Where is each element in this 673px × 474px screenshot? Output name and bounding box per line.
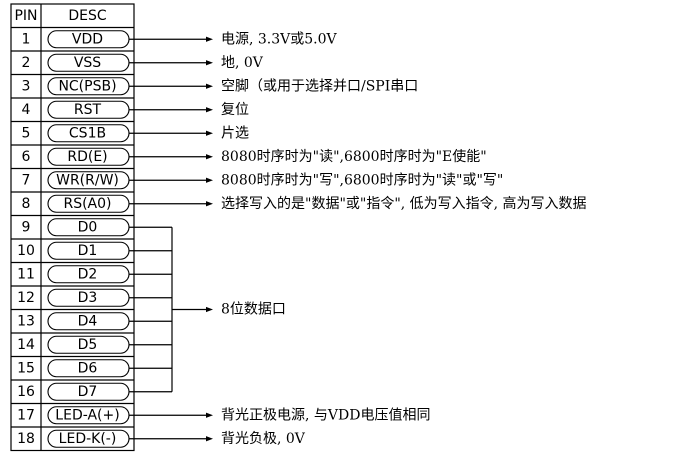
arrow-head xyxy=(206,83,213,89)
pin-note: 空脚（或用于选择并口/SPI串口 xyxy=(221,78,418,94)
pin-desc: WR(R/W) xyxy=(56,172,119,188)
pin-number: 6 xyxy=(22,149,31,165)
pin-note: 电源, 3.3V或5.0V xyxy=(221,31,338,47)
pin-desc: RD(E) xyxy=(67,149,107,165)
pin-desc: D4 xyxy=(78,313,98,329)
pin-number: 16 xyxy=(17,384,35,400)
arrow-head xyxy=(206,60,213,66)
pin-note: 8080时序时为"读",6800时序时为"E使能" xyxy=(221,148,487,165)
arrow-head xyxy=(206,201,213,207)
pin-note: 选择写入的是"数据"或"指令", 低为写入指令, 高为写入数据 xyxy=(221,195,587,212)
pin-desc: LED-K(-) xyxy=(59,431,117,447)
pin-desc: LED-A(+) xyxy=(55,407,119,423)
pin-number: 7 xyxy=(22,172,31,188)
arrow-head xyxy=(206,306,213,313)
pin-number: 9 xyxy=(22,219,31,235)
pin-note: 片选 xyxy=(221,125,249,141)
pin-desc: RS(A0) xyxy=(63,196,111,212)
arrow-head xyxy=(206,130,213,136)
pin-desc: CS1B xyxy=(69,125,106,141)
pin-number: 5 xyxy=(22,125,31,141)
pin-number: 10 xyxy=(17,243,35,259)
pin-desc: RST xyxy=(74,102,102,118)
pin-desc: VDD xyxy=(72,31,103,47)
pin-desc: D5 xyxy=(78,337,98,353)
pin-note: 背光正极电源, 与VDD电压值相同 xyxy=(221,407,430,423)
pin-note: 8080时序时为"写",6800时序时为"读"或"写" xyxy=(221,171,503,188)
pin-number: 4 xyxy=(22,102,31,118)
pin-number: 2 xyxy=(22,55,31,71)
header-pin: PIN xyxy=(14,8,37,24)
pin-desc: NC(PSB) xyxy=(58,78,116,94)
pin-number: 15 xyxy=(17,360,35,376)
pin-number: 3 xyxy=(22,78,31,94)
pin-number: 8 xyxy=(22,196,31,212)
header-desc: DESC xyxy=(68,8,107,24)
pin-note: 背光负极, 0V xyxy=(221,431,306,447)
pin-desc: D6 xyxy=(78,360,98,376)
pin-table: PIN DESC 1 VDD 2 VSS 3 NC(PSB) 4 RST 5 CS1B 6 RD(E) 7 W… xyxy=(10,3,135,452)
pin-number: 17 xyxy=(17,407,35,423)
arrow-head xyxy=(206,107,213,113)
arrow-head xyxy=(206,436,213,442)
pin-desc: D1 xyxy=(78,243,98,259)
connector-lines xyxy=(129,36,213,442)
arrow-head xyxy=(206,154,213,160)
arrow-head xyxy=(206,36,213,42)
pin-number: 12 xyxy=(17,290,35,306)
pin-number: 18 xyxy=(17,431,35,447)
pin-number: 11 xyxy=(17,266,35,282)
pin-desc: VSS xyxy=(74,55,101,71)
pin-desc: D7 xyxy=(78,384,98,400)
pin-desc: D0 xyxy=(78,219,98,235)
pin-note: 地, 0V xyxy=(221,55,264,71)
pin-number: 1 xyxy=(22,31,31,47)
arrow-head xyxy=(206,177,213,183)
data-bus-note: 8位数据口 xyxy=(221,302,286,318)
pin-number: 13 xyxy=(17,313,35,329)
pin-desc: D2 xyxy=(78,266,98,282)
pin-desc: D3 xyxy=(78,290,98,306)
arrow-head xyxy=(206,412,213,418)
pin-note: 复位 xyxy=(221,101,249,118)
pin-number: 14 xyxy=(17,337,35,353)
